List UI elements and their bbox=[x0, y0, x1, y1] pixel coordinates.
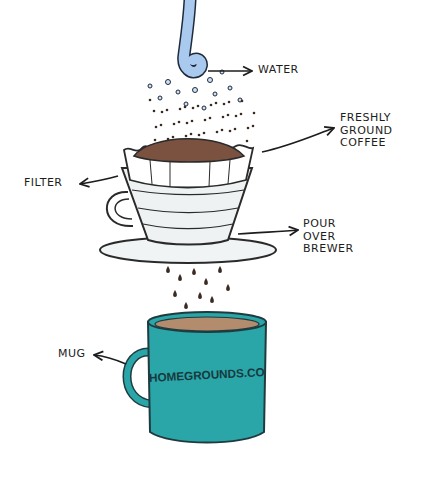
brewer-label: POUR OVER BREWER bbox=[303, 218, 363, 256]
brewer-handle-inner bbox=[115, 199, 132, 219]
mug-body bbox=[148, 322, 266, 443]
brewer-handle bbox=[107, 192, 133, 226]
coffee-grounds bbox=[149, 99, 256, 143]
water-stream bbox=[184, 0, 202, 72]
brewed-coffee bbox=[155, 317, 259, 331]
coffee-label: FRESHLY GROUND COFFEE bbox=[340, 112, 420, 150]
coffee-drips bbox=[166, 266, 230, 309]
coffee-bed bbox=[134, 139, 244, 162]
mug-rim bbox=[148, 312, 266, 332]
leader-arrows bbox=[80, 71, 334, 364]
water-label: WATER bbox=[258, 64, 338, 77]
water-droplets bbox=[148, 70, 242, 110]
filter-folds bbox=[150, 160, 230, 187]
filter-label: FILTER bbox=[24, 177, 78, 190]
mug-label: MUG bbox=[58, 348, 92, 361]
brewer-ridges bbox=[132, 190, 244, 229]
